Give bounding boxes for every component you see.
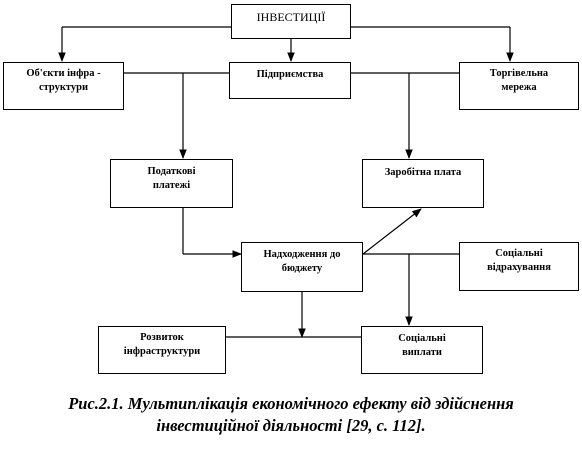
node-infrastructure-objects-label: Об'єкти інфра - структури bbox=[26, 68, 101, 93]
node-wages-label: Заробітна плата bbox=[384, 167, 462, 178]
figure-caption-line-1: Рис.2.1. Мультиплікація економічного ефе… bbox=[68, 394, 514, 413]
figure-caption-line-2: інвестиційної діяльності [29, с. 112]. bbox=[156, 416, 426, 435]
node-social-deductions-label: Соціальні відрахування bbox=[487, 248, 551, 273]
node-investments-label: ІНВЕСТИЦІЇ bbox=[256, 10, 326, 24]
node-trade-network: Торгівельна мережа bbox=[459, 62, 579, 110]
node-infrastructure-development: Розвиток інфраструктури bbox=[98, 326, 226, 374]
node-social-payments-label: Соціальні виплати bbox=[398, 333, 446, 358]
node-social-deductions: Соціальні відрахування bbox=[459, 242, 579, 291]
node-budget-revenues: Надходження до бюджету bbox=[241, 242, 363, 292]
node-social-payments: Соціальні виплати bbox=[361, 326, 483, 374]
node-enterprises: Підприємства bbox=[229, 62, 351, 99]
node-infrastructure-development-label: Розвиток інфраструктури bbox=[123, 332, 201, 357]
node-wages: Заробітна плата bbox=[362, 159, 484, 208]
node-investments: ІНВЕСТИЦІЇ bbox=[231, 4, 351, 39]
node-tax-payments-label: Податкові платежі bbox=[147, 166, 196, 191]
arrow-budget-to-wages bbox=[362, 208, 422, 255]
node-infrastructure-objects: Об'єкти інфра - структури bbox=[3, 62, 124, 110]
node-enterprises-label: Підприємства bbox=[256, 69, 324, 80]
node-tax-payments: Податкові платежі bbox=[110, 159, 233, 208]
node-budget-revenues-label: Надходження до бюджету bbox=[263, 249, 341, 274]
node-trade-network-label: Торгівельна мережа bbox=[489, 68, 549, 93]
figure-caption: Рис.2.1. Мультиплікація економічного ефе… bbox=[0, 393, 582, 437]
